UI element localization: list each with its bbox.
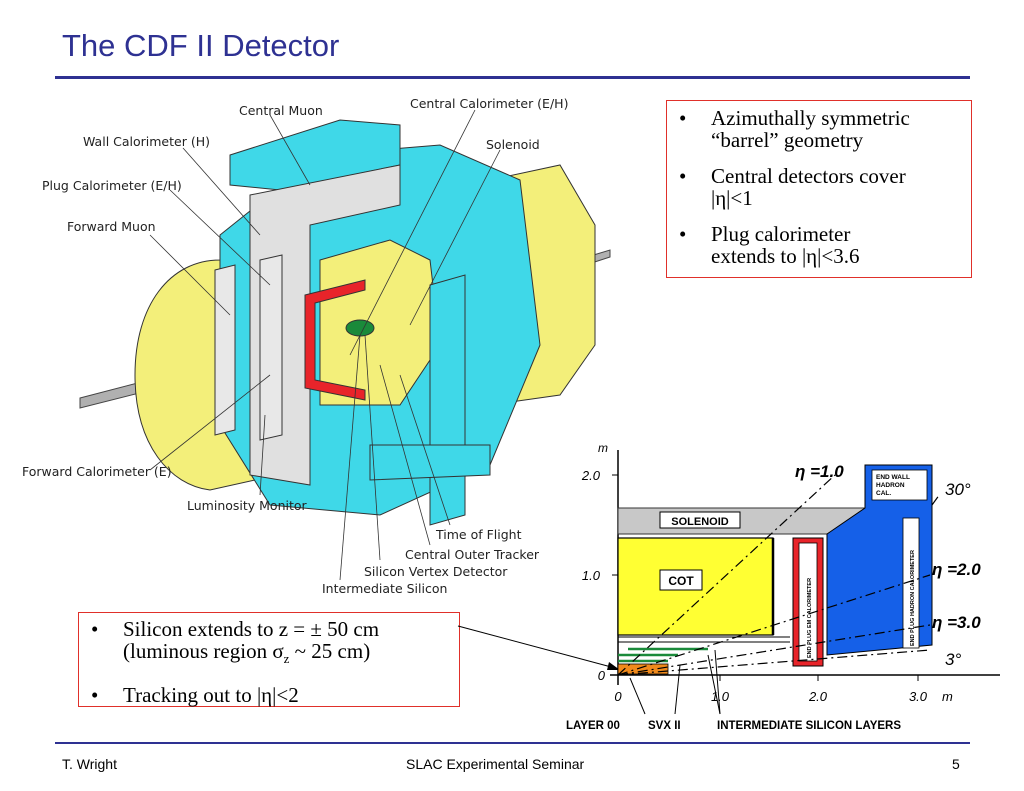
- angle-30-label: 30°: [945, 480, 971, 499]
- angle-3-line: [617, 649, 931, 676]
- bullet-box-top: •Azimuthally symmetric“barrel” geometry …: [666, 100, 972, 278]
- eta-2-line: [617, 574, 931, 676]
- eta-3-label: η =3.0: [932, 613, 981, 632]
- eta-1-label: η =1.0: [795, 462, 844, 481]
- detector-illustration: [79, 109, 611, 581]
- steel-frame: [249, 164, 401, 486]
- leader-lines: [149, 109, 501, 581]
- title-rule: [55, 76, 970, 79]
- label-central-outer-tracker: Central Outer Tracker: [405, 547, 540, 562]
- bullet-central-coverage: •Central detectors cover|η|<1: [679, 164, 906, 210]
- label-wall-calorimeter: Wall Calorimeter (H): [83, 134, 210, 149]
- quadrant-diagram: m 2.0 1.0 0 0 1.0 2.0 3.0 m SOLENOID COT…: [566, 441, 1000, 732]
- slide-title: The CDF II Detector: [62, 28, 340, 63]
- label-central-calorimeter: Central Calorimeter (E/H): [410, 96, 569, 111]
- bullet-tracking-extent: •Tracking out to |η|<2: [91, 683, 299, 708]
- label-central-muon: Central Muon: [239, 103, 323, 118]
- label-luminosity-monitor: Luminosity Monitor: [187, 498, 307, 513]
- wall-slab: [429, 274, 466, 526]
- x-tick-0: 0: [614, 689, 622, 704]
- end-wall-line1: END WALL: [876, 474, 910, 481]
- footer-event: SLAC Experimental Seminar: [406, 756, 585, 772]
- angle-3-label: 3°: [945, 650, 961, 669]
- x-tick-2: 2.0: [808, 689, 828, 704]
- end-plug-hadron-label: END PLUG HADRON CALORIMETER: [910, 550, 916, 646]
- red-calorimeter: [304, 279, 366, 401]
- end-wall-line2: HADRON: [876, 482, 905, 489]
- footer-page-number: 5: [952, 756, 960, 772]
- layer00-label: LAYER 00: [566, 720, 620, 732]
- cot-region: [617, 537, 774, 636]
- label-forward-muon: Forward Muon: [67, 219, 156, 234]
- label-silicon-vertex-detector: Silicon Vertex Detector: [364, 564, 508, 579]
- silicon-detector: [345, 319, 375, 337]
- footer-rule: [55, 742, 970, 744]
- grey-slab-1: [214, 264, 236, 436]
- bullet-box-bottom: •Silicon extends to z = ± 50 cm(luminous…: [78, 612, 460, 707]
- cot-label: COT: [668, 574, 694, 588]
- bullet-symmetric: •Azimuthally symmetric“barrel” geometry: [679, 106, 910, 152]
- solenoid-label: SOLENOID: [671, 516, 729, 528]
- label-intermediate-silicon: Intermediate Silicon: [322, 581, 448, 596]
- isl-label: INTERMEDIATE SILICON LAYERS: [717, 720, 901, 732]
- y-axis-unit: m: [598, 441, 608, 455]
- y-tick-0: 0: [598, 668, 606, 683]
- pointer-arrow: [457, 625, 620, 670]
- x-tick-1: 1.0: [711, 689, 730, 704]
- end-wall-line3: CAL.: [876, 490, 891, 497]
- label-time-of-flight: Time of Flight: [436, 527, 522, 542]
- label-plug-calorimeter: Plug Calorimeter (E/H): [42, 178, 182, 193]
- cot-label-box: [659, 569, 703, 591]
- eta-1-line: [617, 474, 836, 676]
- x-tick-3: 3.0: [909, 689, 928, 704]
- layer00-region: [617, 663, 669, 675]
- solenoid-region: [617, 507, 867, 535]
- solenoid-label-box: [659, 511, 741, 529]
- footer-author: T. Wright: [62, 756, 117, 772]
- grey-slab-2: [259, 254, 283, 441]
- y-tick-2: 2.0: [581, 468, 601, 483]
- svx-label: SVX II: [648, 720, 681, 732]
- bullet-silicon-extent: •Silicon extends to z = ± 50 cm(luminous…: [91, 617, 380, 667]
- label-forward-calorimeter: Forward Calorimeter (E): [22, 464, 172, 479]
- end-plug-em-label: END PLUG EM CALORIMETER: [807, 578, 813, 658]
- y-tick-1: 1.0: [582, 568, 601, 583]
- eta-3-line: [617, 624, 931, 676]
- x-axis-unit: m: [942, 689, 953, 704]
- support-base: [369, 444, 491, 481]
- label-solenoid: Solenoid: [486, 137, 540, 152]
- angle-30-line: [931, 493, 941, 506]
- eta-2-label: η =2.0: [932, 560, 981, 579]
